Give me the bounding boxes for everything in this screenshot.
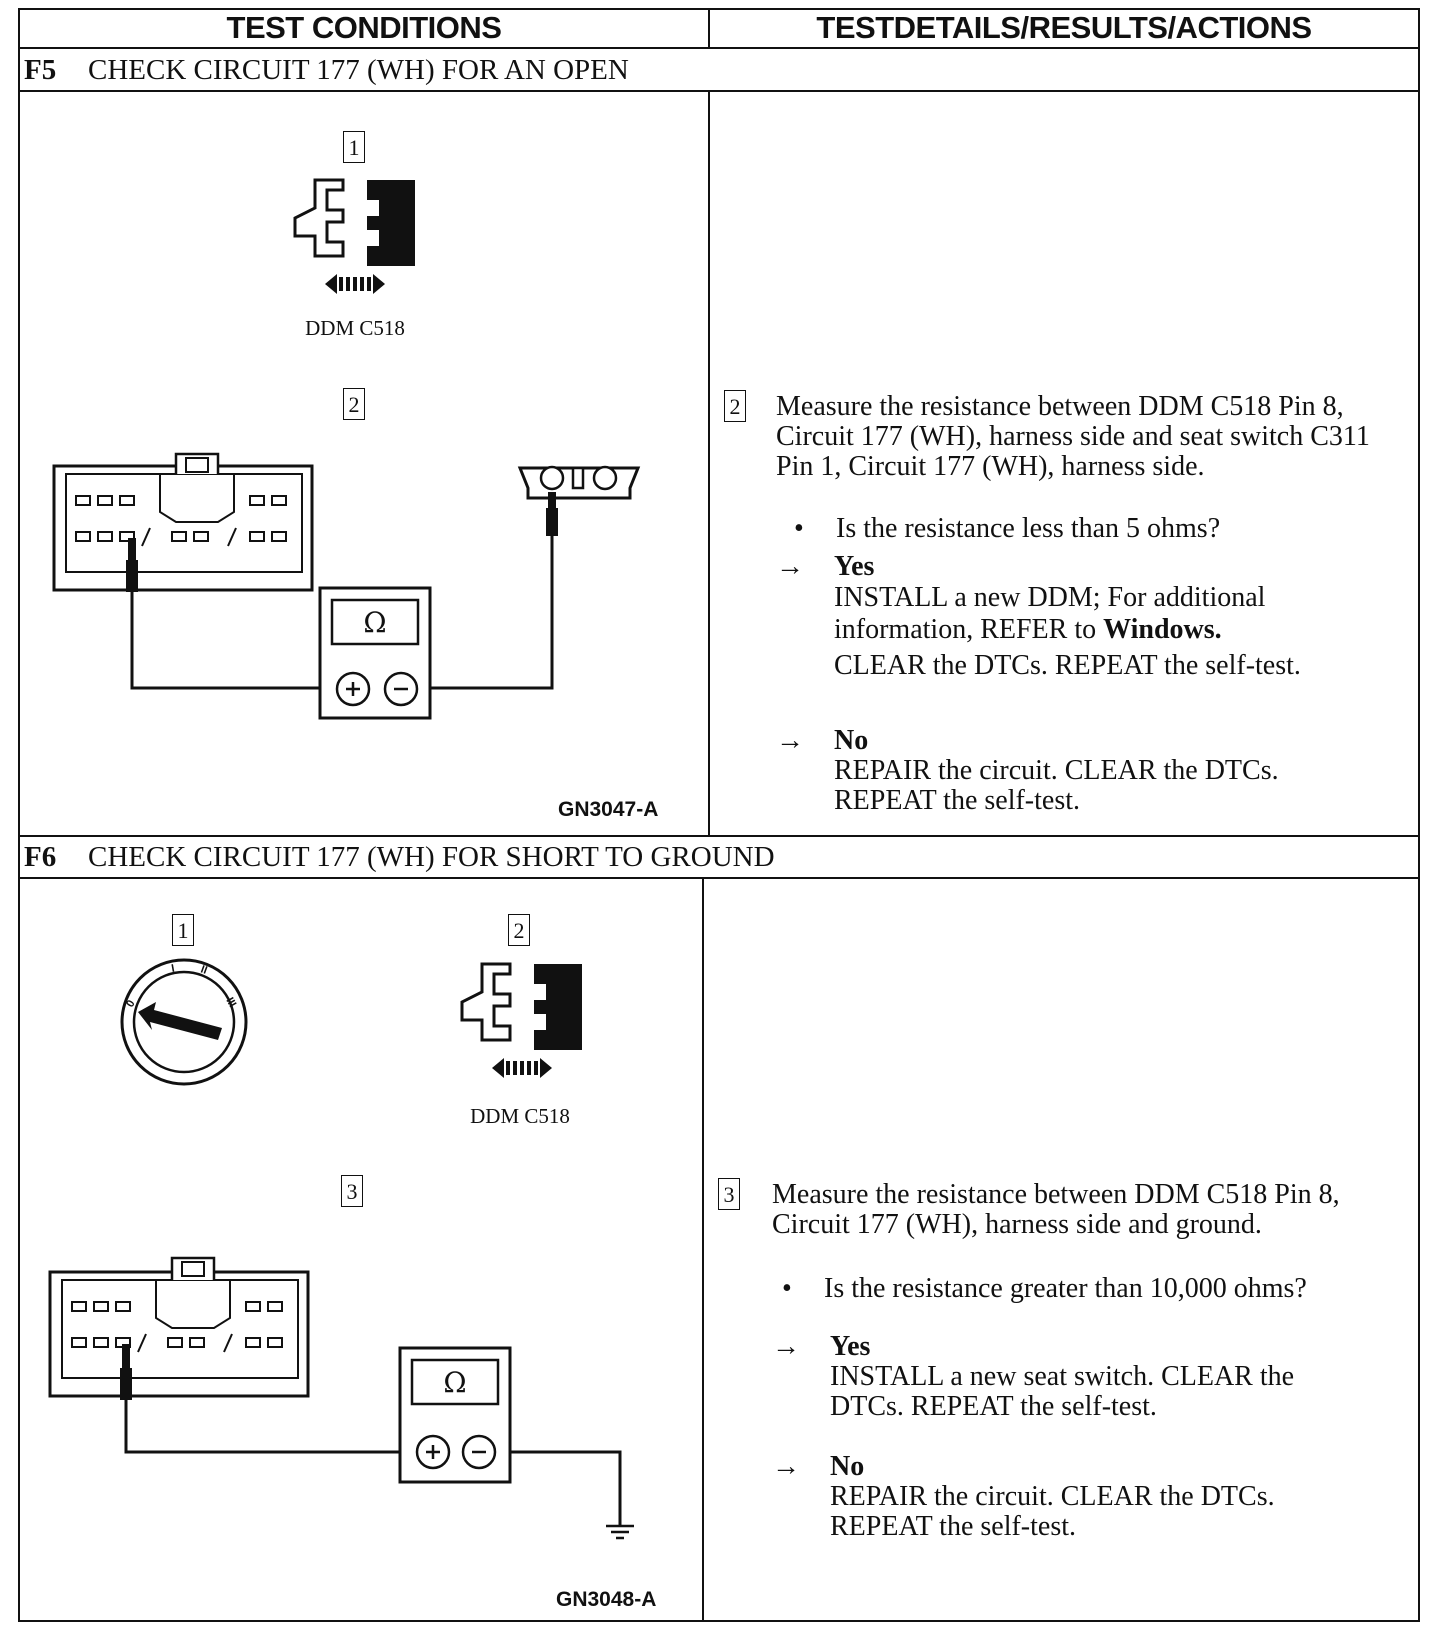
f5-yes-label: Yes — [834, 551, 875, 582]
ignition-position-1: I — [170, 963, 175, 975]
connector-disconnect-diagram — [293, 178, 415, 294]
f6-step-callout: 3 — [718, 1178, 740, 1210]
ddm-connector-c518-f6 — [48, 1256, 310, 1398]
f5-no-action: REPAIR the circuit. CLEAR the DTCs. REPE… — [834, 755, 1279, 816]
f5-question: • Is the resistance less than 5 ohms? — [794, 514, 1220, 544]
f5-yes-arrow: → — [776, 551, 804, 582]
f5-no-label: No — [834, 725, 869, 756]
header-test-details: TESTDETAILS/RESULTS/ACTIONS — [816, 10, 1312, 45]
f6-callout-1: 1 — [172, 914, 194, 946]
f5-no-arrow: → — [776, 725, 804, 756]
ground-symbol — [606, 1524, 634, 1540]
f6-yes-action: INSTALL a new seat switch. CLEAR the DTC… — [830, 1361, 1295, 1422]
f6-callout-3: 3 — [341, 1175, 363, 1207]
resistance-test-diagram: Ω — [52, 452, 641, 720]
connector-housing-male — [367, 180, 415, 266]
f5-question-text: Is the resistance less than 5 ohms? — [836, 513, 1221, 544]
disconnect-arrow — [325, 274, 385, 294]
f6-no-arrow: → — [772, 1451, 800, 1482]
f6-step-details: Measure the resistance between DDM C518 … — [772, 1180, 1392, 1580]
f6-question-bullet: • — [782, 1273, 792, 1304]
f6-callout-2: 2 — [508, 914, 530, 946]
ohmmeter-f6: Ω — [398, 1346, 512, 1484]
f6-question-text: Is the resistance greater than 10,000 oh… — [824, 1273, 1307, 1304]
f5-yes-action-1: INSTALL a new DDM; For additional inform… — [834, 582, 1266, 645]
header-divider — [18, 47, 1420, 49]
f5-yes-action-2: CLEAR the DTCs. REPEAT the self-test. — [834, 650, 1301, 681]
f5-yes-action-ref: Windows. — [1103, 614, 1222, 645]
f5-section-title: F5 CHECK CIRCUIT 177 (WH) FOR AN OPEN — [24, 50, 629, 90]
f5-title-text: CHECK CIRCUIT 177 (WH) FOR AN OPEN — [88, 54, 629, 86]
header-test-conditions: TEST CONDITIONS — [226, 10, 502, 45]
f6-step-id: F6 — [24, 841, 57, 873]
f5-connector-label: DDM C518 — [305, 316, 405, 340]
f5-callout-1: 1 — [343, 131, 365, 163]
f6-connector-label: DDM C518 — [470, 1104, 570, 1128]
f5-step-callout: 2 — [724, 390, 746, 422]
f5-title-divider — [18, 90, 1420, 92]
f5-callout-2: 2 — [343, 388, 365, 420]
short-to-ground-diagram: Ω — [48, 1256, 634, 1540]
ddm-connector-c518 — [52, 452, 314, 592]
ignition-position-2: II — [199, 964, 209, 977]
f6-figure-id: GN3048-A — [556, 1588, 657, 1611]
test-table — [18, 8, 1420, 1622]
f6-column-divider — [702, 877, 704, 1622]
seat-switch-connector-c311 — [517, 465, 641, 500]
f5-column-divider — [708, 90, 710, 836]
f5-bottom-divider — [18, 835, 1420, 837]
f6-title-text: CHECK CIRCUIT 177 (WH) FOR SHORT TO GROU… — [88, 841, 775, 873]
column-divider-top — [708, 8, 710, 48]
f5-yes-action: INSTALL a new DDM; For additional inform… — [834, 582, 1394, 682]
f6-title-divider — [18, 877, 1420, 879]
f6-yes-label: Yes — [830, 1331, 871, 1362]
f6-no-action: REPAIR the circuit. CLEAR the DTCs. REPE… — [830, 1481, 1275, 1542]
f5-step-id: F5 — [24, 54, 57, 86]
connector-housing-female — [293, 178, 345, 258]
ignition-position-0: 0 — [124, 998, 137, 1009]
f5-instruction: Measure the resistance between DDM C518 … — [776, 391, 1370, 482]
f5-step-details: Measure the resistance between DDM C518 … — [776, 391, 1396, 816]
connector-disconnect-diagram-f6 — [460, 962, 582, 1078]
ohm-symbol: Ω — [363, 606, 386, 639]
ohmmeter: Ω — [318, 586, 432, 720]
ohm-symbol-f6: Ω — [443, 1366, 466, 1399]
f6-question: • Is the resistance greater than 10,000 o… — [782, 1274, 1307, 1304]
f6-instruction: Measure the resistance between DDM C518 … — [772, 1179, 1340, 1240]
f6-no-label: No — [830, 1451, 865, 1482]
ignition-switch-diagram: 0 I II III — [120, 958, 248, 1086]
f5-question-bullet: • — [794, 513, 804, 544]
f6-yes-arrow: → — [772, 1331, 800, 1362]
f6-section-title: F6 CHECK CIRCUIT 177 (WH) FOR SHORT TO GR… — [24, 837, 775, 877]
f5-figure-id: GN3047-A — [558, 798, 659, 821]
